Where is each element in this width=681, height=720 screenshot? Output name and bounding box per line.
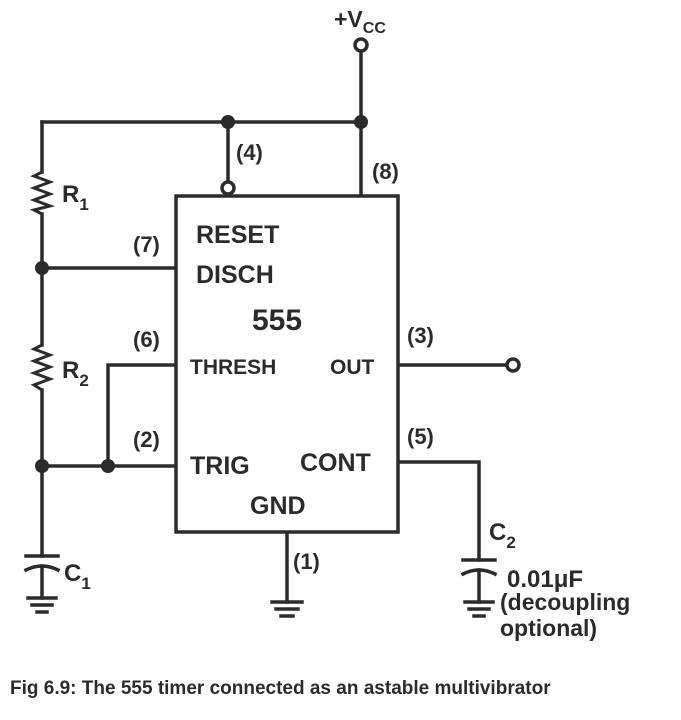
chip-name: 555 (252, 304, 302, 337)
figure-caption: Fig 6.9: The 555 timer connected as an a… (10, 678, 551, 699)
pin6-wire (106, 363, 178, 468)
pin-number-1: (1) (293, 549, 320, 574)
pin-number-8: (8) (372, 159, 399, 184)
c2-capacitor (460, 558, 498, 604)
pin-label-gnd: GND (250, 492, 306, 520)
junction-dot-pin2 (35, 459, 49, 473)
c2-label: C2 (489, 519, 516, 552)
pin-number-6: (6) (133, 327, 160, 352)
pin-number-5: (5) (407, 424, 434, 449)
vcc-label: +VCC (334, 6, 386, 37)
pin-label-out: OUT (330, 356, 375, 379)
r1-label: R1 (62, 181, 89, 214)
c1-label: C1 (64, 560, 91, 593)
pin-number-4: (4) (236, 140, 263, 165)
c2-note-line2: optional) (500, 615, 597, 641)
junction-dot-vcc (354, 115, 368, 129)
vcc-terminal (353, 37, 369, 53)
pin-label-reset: RESET (196, 221, 279, 249)
chip-555-body (174, 194, 400, 534)
c1-ground-icon (26, 596, 58, 614)
pin5-wire (396, 460, 481, 562)
pin-number-3: (3) (407, 323, 434, 348)
r2-label: R2 (62, 357, 89, 390)
pin-label-cont: CONT (300, 449, 371, 477)
pin-label-disch: DISCH (196, 261, 274, 289)
c2-value: 0.01μF (507, 566, 583, 593)
junction-dot-pin7 (35, 261, 49, 275)
c2-ground-icon (463, 600, 495, 618)
junction-dot-pin4 (221, 115, 235, 129)
gnd-ground-icon (270, 600, 304, 618)
pin-number-2: (2) (133, 427, 160, 452)
junction-dot-pin6 (101, 459, 115, 473)
reset-pin-bubble (220, 180, 236, 196)
pin-label-trig: TRIG (190, 452, 250, 480)
pin-number-7: (7) (133, 232, 160, 257)
pin-label-thresh: THRESH (190, 356, 276, 379)
output-terminal (505, 357, 521, 373)
r1-resistor (29, 170, 56, 216)
c1-capacitor (23, 554, 61, 600)
c2-note-line1: (decoupling (500, 589, 630, 615)
r2-resistor (29, 343, 55, 392)
